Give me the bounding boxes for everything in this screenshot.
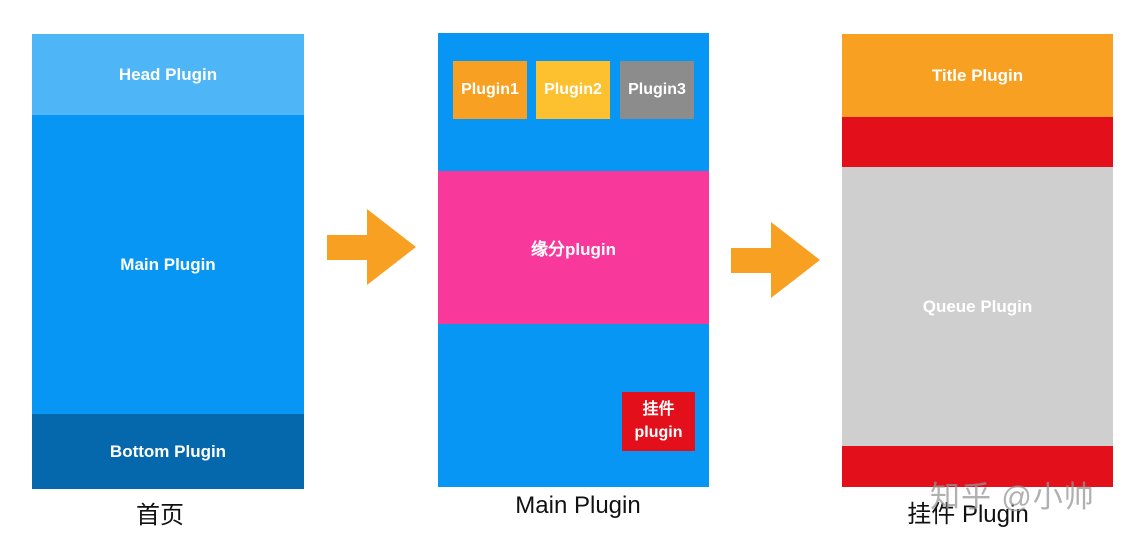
pendant-plugin-label-line1: 挂件 — [642, 401, 675, 419]
home-caption: 首页 — [136, 501, 184, 529]
head-plugin-label: Head Plugin — [118, 64, 218, 84]
pendant-caption: 挂件 Plugin — [907, 500, 1029, 528]
home-panel: Head Plugin Main Plugin Bottom Plugin — [32, 34, 304, 489]
yuanfen-plugin-label: 缘分plugin — [531, 240, 616, 259]
yuanfen-plugin-block: 缘分plugin — [438, 171, 709, 324]
title-plugin-block: Title Plugin — [842, 34, 1113, 117]
main-plugin-label: Main Plugin — [120, 254, 216, 274]
title-plugin-label: Title Plugin — [931, 65, 1024, 85]
plugin2-block: Plugin2 — [536, 61, 610, 119]
head-plugin-block: Head Plugin — [32, 34, 304, 115]
bottom-plugin-block: Bottom Plugin — [32, 414, 304, 489]
main-plugin-block: Main Plugin — [32, 115, 304, 414]
plugin1-label: Plugin1 — [461, 81, 519, 98]
queue-plugin-label: Queue Plugin — [922, 296, 1033, 316]
main-plugin-caption: Main Plugin — [515, 492, 641, 519]
main-plugin-panel: Plugin1 Plugin2 Plugin3 缘分plugin 挂件 plug… — [438, 33, 709, 487]
plugin3-label: Plugin3 — [628, 81, 686, 98]
pendant-panel: Title Plugin Queue Plugin — [842, 34, 1113, 487]
queue-plugin-block: Queue Plugin — [842, 167, 1113, 446]
watermark-text: 知乎 @小帅 — [930, 481, 1095, 514]
plugin1-block: Plugin1 — [453, 61, 527, 119]
pendant-plugin-label-line2: plugin — [634, 423, 683, 441]
plugin3-block: Plugin3 — [620, 61, 694, 119]
right-arrow-icon — [731, 222, 821, 299]
pendant-plugin-block: 挂件 plugin — [622, 392, 695, 451]
right-arrow-icon — [327, 209, 417, 286]
plugin2-label: Plugin2 — [544, 81, 602, 98]
bottom-plugin-label: Bottom Plugin — [109, 441, 227, 461]
